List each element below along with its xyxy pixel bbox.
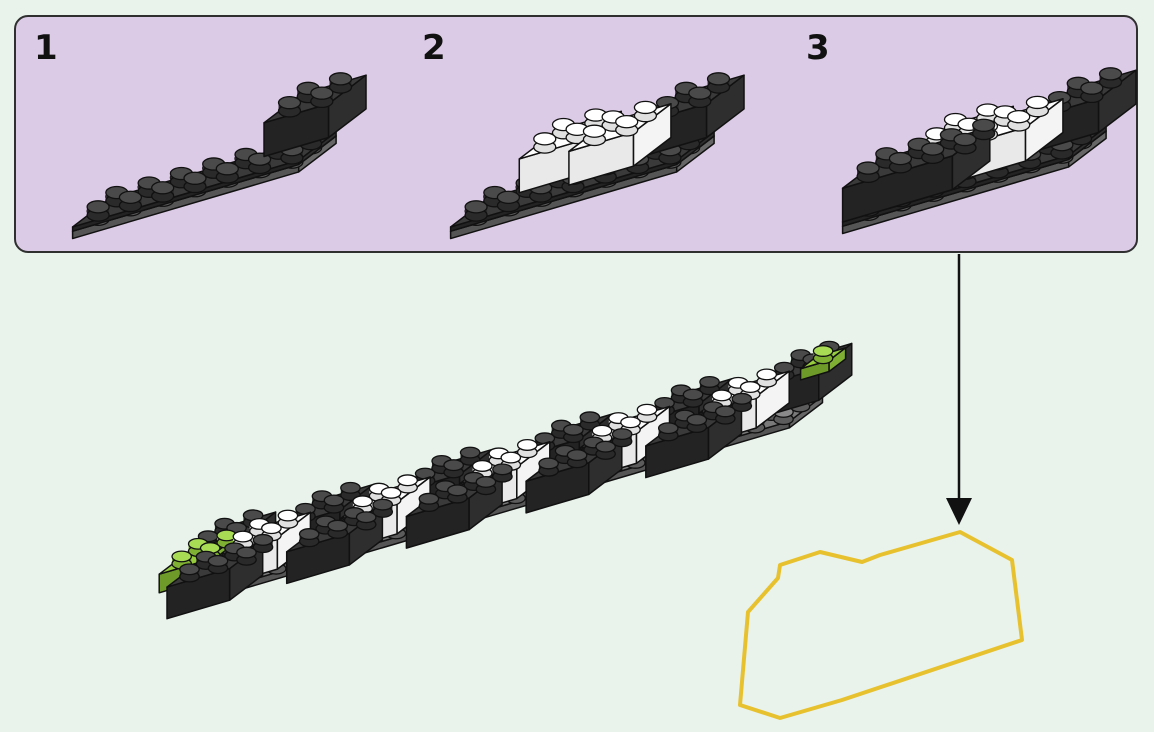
arrow-head [946, 498, 972, 525]
module-black-brick-front [525, 428, 633, 514]
step-2-white-brick-b [568, 100, 672, 186]
step-3-number: 3 [806, 28, 830, 68]
step-2-black-brick [641, 72, 745, 158]
step-2-number: 2 [422, 28, 446, 68]
step-1-brick [263, 72, 367, 158]
highlight-outline [738, 530, 1024, 720]
module-black-brick-front [285, 498, 394, 585]
module-black-brick-front [405, 463, 513, 549]
head-lime-stud [799, 345, 847, 381]
step-1-number: 1 [34, 28, 58, 68]
module-black-brick-front [645, 392, 753, 479]
module-black-brick-front [166, 533, 274, 620]
step-3-black-brick-front [841, 118, 996, 223]
